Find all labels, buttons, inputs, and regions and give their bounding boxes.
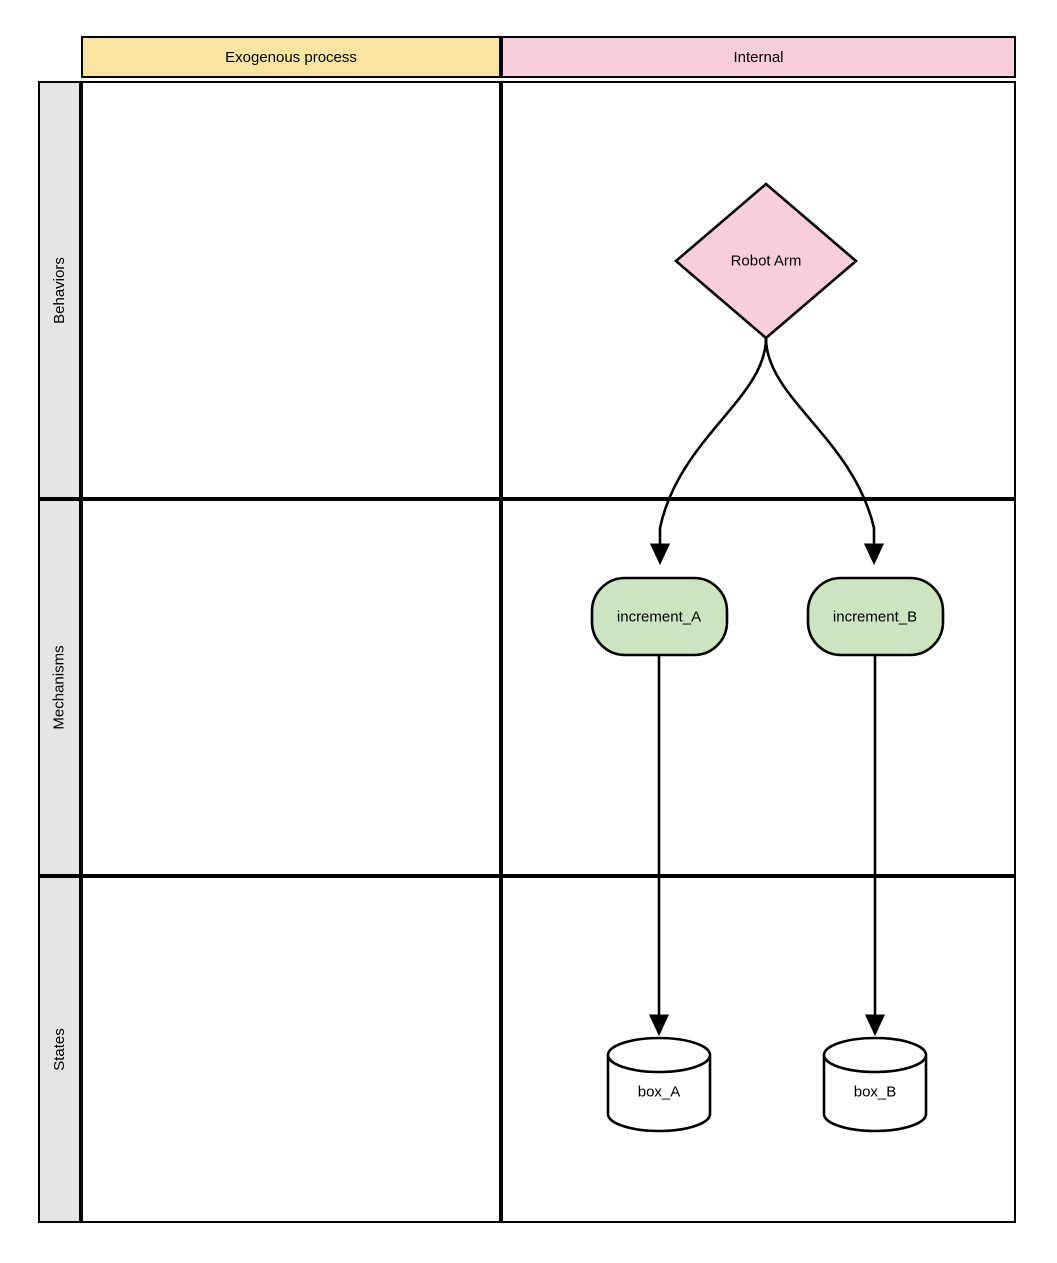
cell-exogenous-states[interactable]	[81, 876, 501, 1223]
cell-exogenous-behaviors[interactable]	[81, 81, 501, 499]
row-header-states-label: States	[51, 1028, 68, 1071]
node-increment-a-label: increment_A	[616, 608, 702, 626]
column-header-internal-label: Internal	[733, 48, 784, 66]
matrix-grid: Exogenous process Internal Behaviors Mec…	[38, 36, 1016, 1223]
node-box-b-label: box_B	[853, 1083, 897, 1101]
column-header-internal[interactable]: Internal	[501, 36, 1016, 78]
cell-internal-behaviors[interactable]	[501, 81, 1016, 499]
column-header-exogenous-process[interactable]: Exogenous process	[81, 36, 501, 78]
row-header-behaviors-label: Behaviors	[51, 256, 69, 324]
cell-internal-states[interactable]	[501, 876, 1016, 1223]
cell-exogenous-mechanisms[interactable]	[81, 499, 501, 876]
row-header-mechanisms[interactable]: Mechanisms	[38, 499, 81, 876]
row-header-behaviors[interactable]: Behaviors	[38, 81, 81, 499]
node-increment-b-label: increment_B	[832, 608, 918, 626]
row-header-states[interactable]: States	[38, 876, 81, 1223]
node-box-a-label: box_A	[637, 1083, 681, 1101]
row-header-mechanisms-label: Mechanisms	[51, 645, 69, 730]
cell-internal-mechanisms[interactable]	[501, 499, 1016, 876]
column-header-exogenous-process-label: Exogenous process	[225, 48, 357, 66]
node-robot-arm-label: Robot Arm	[730, 252, 802, 270]
